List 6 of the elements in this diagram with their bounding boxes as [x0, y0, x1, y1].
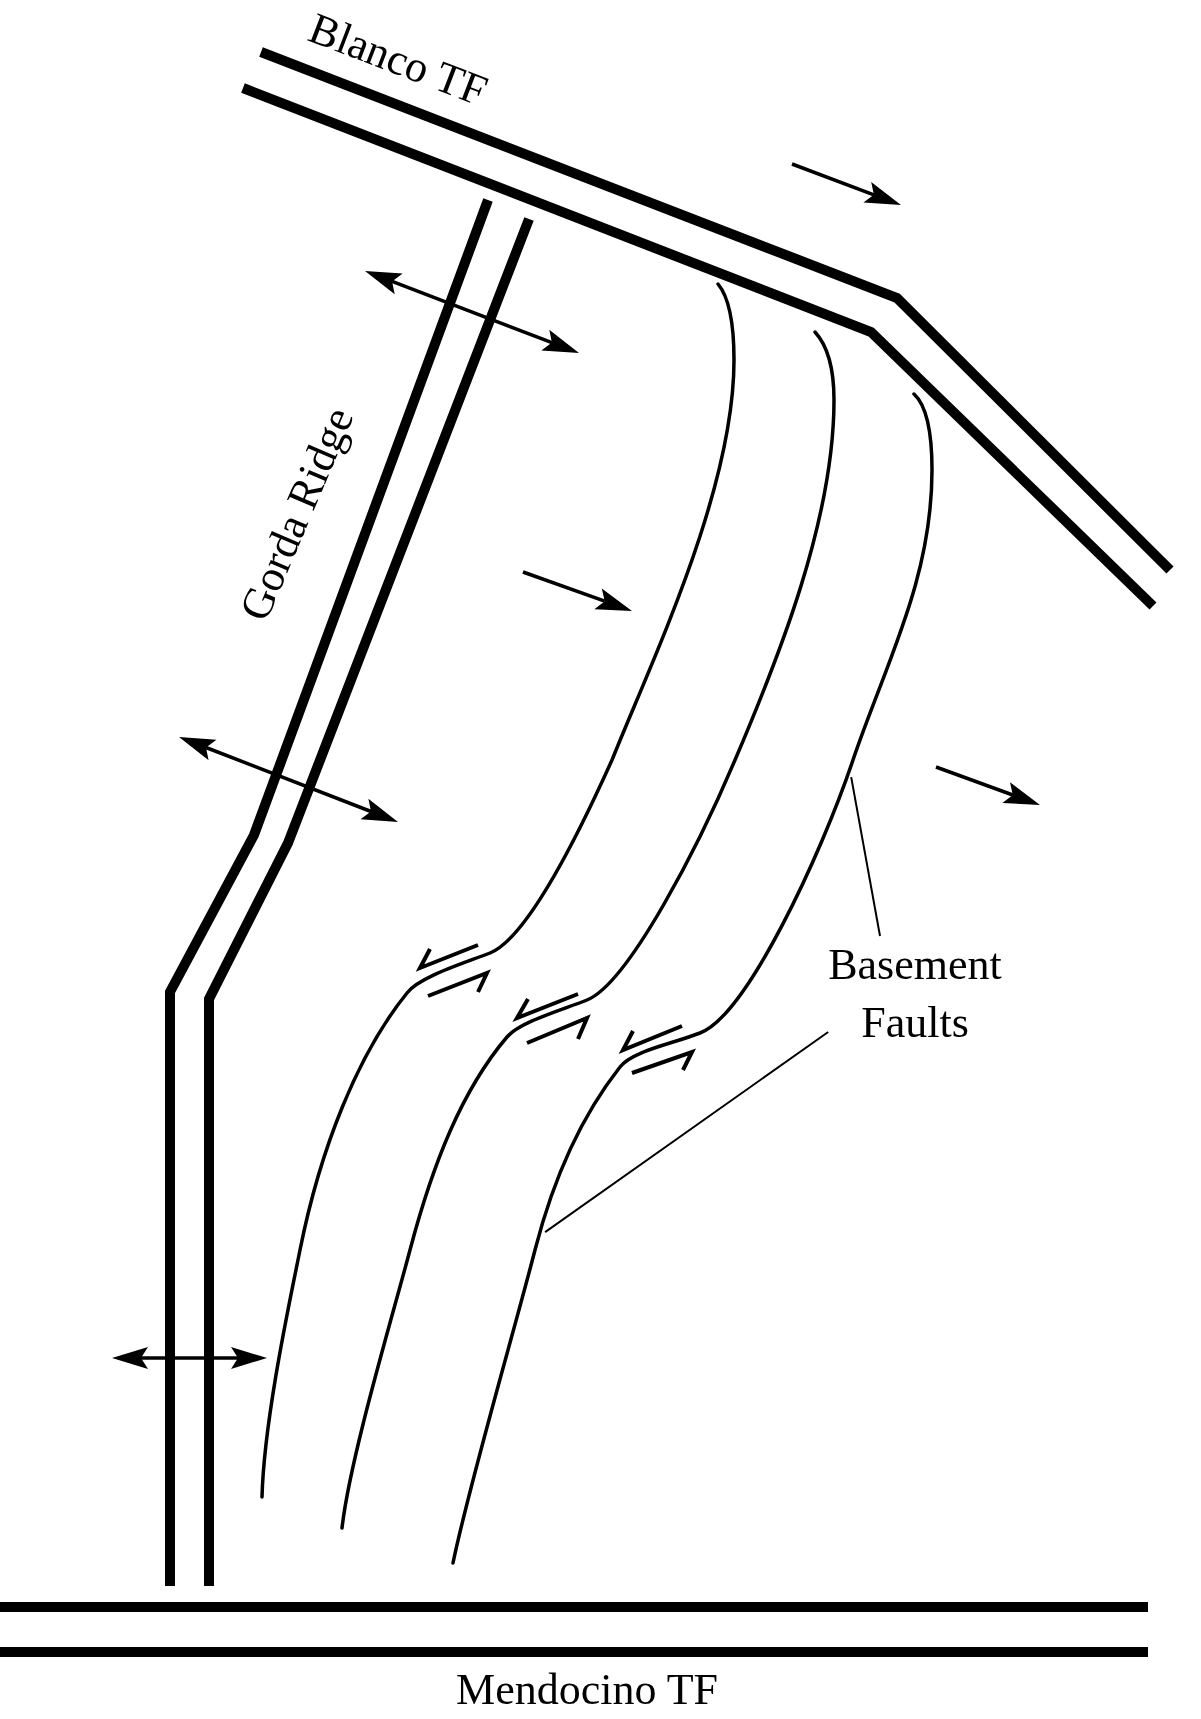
map-label: Blanco TF	[303, 6, 493, 114]
leader-line	[850, 776, 881, 937]
map-label: Gorda Ridge	[232, 401, 362, 627]
map-label: Mendocino TF	[456, 1668, 718, 1712]
callout-label: Basement Faults	[828, 936, 1002, 1052]
leader-line	[544, 1031, 830, 1234]
